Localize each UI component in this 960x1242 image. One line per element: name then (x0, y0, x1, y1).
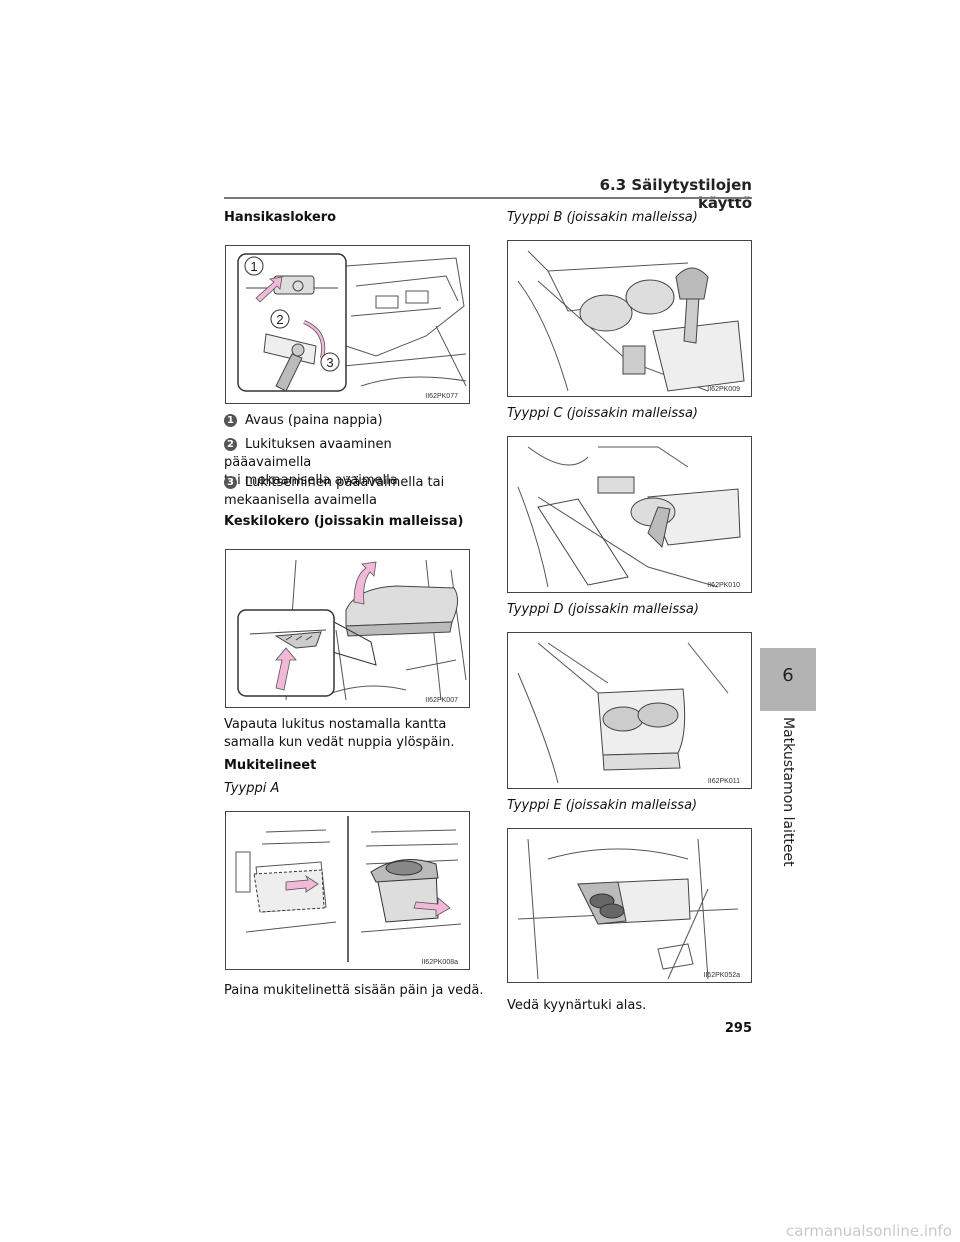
chapter-tab (760, 648, 816, 711)
figure-code: II62PK008a (421, 959, 458, 966)
figure-code: II62PK052a (703, 972, 740, 979)
type-a-illustration: II62PK008a (235, 816, 462, 966)
chapter-label-text: Matkustamon laitteet (780, 717, 796, 867)
figure-code: II62PK011 (708, 778, 740, 785)
type-b-label: Tyyppi B (joissakin malleissa) (507, 210, 698, 225)
figure-type-e: II62PK052a (507, 828, 752, 983)
callout-3: 3 (326, 355, 333, 370)
step-text-cont: tai mekaanisella avaimella (224, 473, 398, 488)
section-title: 6.3 Säilytystilojen käyttö (599, 176, 752, 212)
step-text-cont: mekaanisella avaimella (224, 493, 377, 508)
type-a-instruction: Paina mukitelinettä sisään päin ja vedä. (224, 983, 484, 998)
console-heading: Keskilokero (joissakin malleissa) (224, 514, 464, 529)
step-1: 1 Avaus (paina nappia) (224, 412, 474, 430)
type-e-instruction: Vedä kyynärtuki alas. (507, 998, 647, 1013)
cupholders-heading: Mukitelineet (224, 758, 317, 773)
page-number: 295 (724, 1021, 752, 1036)
glovebox-heading: Hansikaslokero (224, 210, 337, 225)
step-text: Lukitseminen pääavaimella tai (245, 475, 445, 490)
step-3: 3 Lukitseminen pääavaimella tai mekaanise… (224, 474, 474, 510)
type-e-illustration: II62PK052a (517, 838, 740, 980)
type-c-label: Tyyppi C (joissakin malleissa) (507, 406, 698, 421)
console-instruction: Vapauta lukitus nostamalla kantta samall… (224, 716, 484, 752)
header-rule (224, 197, 752, 199)
chapter-number: 6 (782, 665, 794, 686)
step-number: 1 (224, 414, 237, 427)
type-e-label: Tyyppi E (joissakin malleissa) (507, 798, 698, 813)
callout-1: 1 (250, 259, 257, 274)
figure-type-d: II62PK011 (507, 632, 752, 789)
console-text-line2: samalla kun vedät nuppia ylöspäin. (224, 735, 455, 750)
type-d-illustration: II62PK011 (517, 642, 740, 785)
figure-code: II62PK007 (425, 697, 458, 704)
type-d-label: Tyyppi D (joissakin malleissa) (507, 602, 699, 617)
step-number: 2 (224, 438, 237, 451)
figure-code: II62PK009 (707, 386, 740, 393)
figure-type-a: II62PK008a (225, 811, 470, 970)
type-a-label: Tyyppi A (224, 781, 280, 796)
type-b-illustration: II62PK009 (517, 250, 745, 393)
chapter-label: Matkustamon laitteet (777, 717, 801, 867)
figure-type-b: II62PK009 (507, 240, 752, 397)
step-number: 3 (224, 476, 237, 489)
glovebox-illustration: 1 2 3 II62PK077 (237, 253, 467, 400)
step-text: Lukituksen avaaminen pääavaimella (224, 437, 392, 470)
type-c-illustration: II62PK010 (517, 446, 741, 589)
figure-code: II62PK010 (707, 582, 740, 589)
figure-code: II62PK077 (425, 393, 458, 400)
figure-glovebox: 1 2 3 II62PK077 (225, 245, 470, 404)
console-text-line1: Vapauta lukitus nostamalla kantta (224, 717, 447, 732)
figure-type-c: II62PK010 (507, 436, 752, 593)
step-text: Avaus (paina nappia) (245, 413, 383, 428)
callout-2: 2 (276, 312, 283, 327)
watermark-text: carmanualsonline.info (786, 1222, 952, 1240)
console-illustration: II62PK007 (237, 559, 467, 704)
figure-console: II62PK007 (225, 549, 470, 708)
